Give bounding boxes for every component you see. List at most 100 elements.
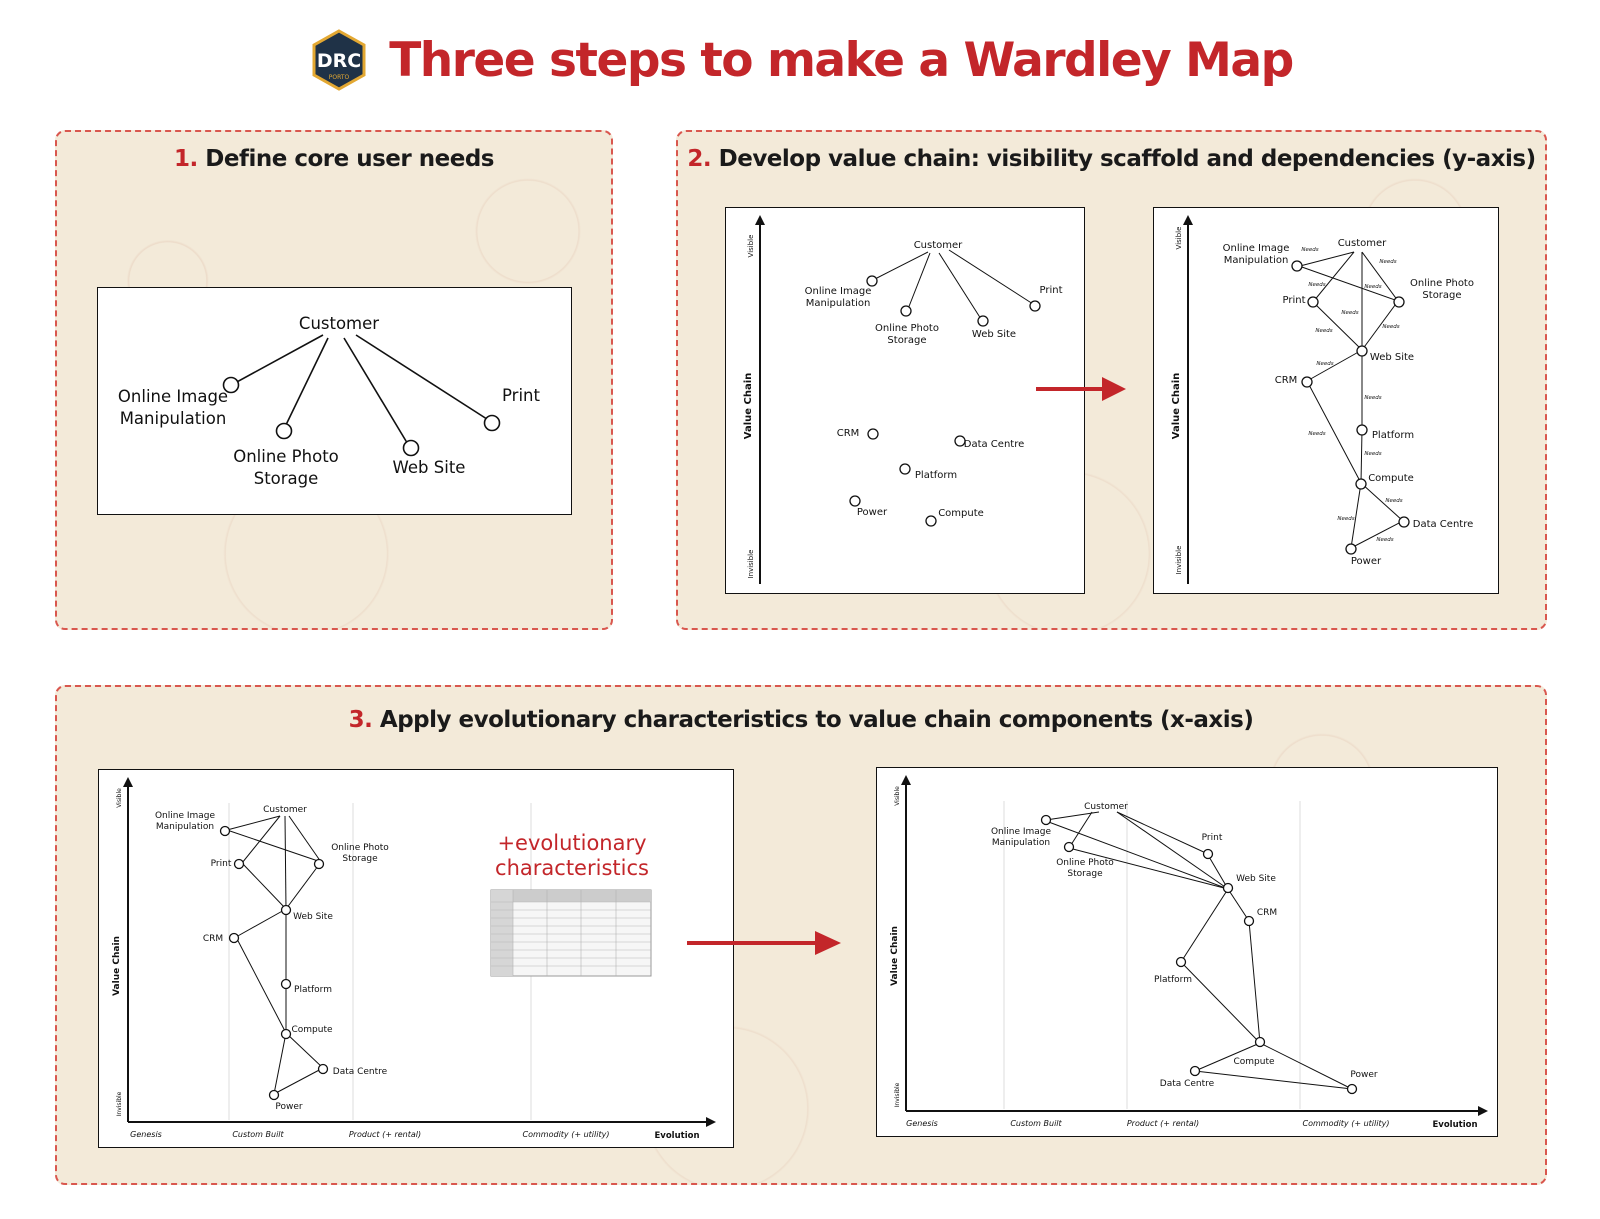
s3a-stage-product: Product (+ rental) [349,1130,421,1139]
s3b-power: Power [1350,1070,1378,1080]
s3b-image-1: Online Image [991,827,1052,837]
s1-photo-2: Storage [254,469,319,488]
s2b-visible: Visible [1175,227,1183,250]
s3a-photo-1: Online Photo [331,843,389,853]
s2a-power: Power [857,507,888,518]
logo-text: DRC [317,50,361,72]
page-title: Three steps to make a Wardley Map [389,32,1294,88]
s3a-image-2: Manipulation [156,822,214,832]
s2a-photo-1: Online Photo [875,323,939,334]
s2b-needs-4: Needs [1364,284,1381,290]
s2b-needs-12: Needs [1385,498,1402,504]
s1-print: Print [502,386,540,405]
s1-customer: Customer [299,314,379,333]
s3b-stage-custom: Custom Built [1010,1119,1062,1128]
evolution-table-thumbnail [490,889,652,977]
s3a-compute: Compute [291,1025,333,1035]
header: DRC PORTO Three steps to make a Wardley … [0,24,1600,96]
s3a-photo-2: Storage [342,854,378,864]
s1-image-1: Online Image [118,387,228,406]
step3-wardley-map-card: Visible Invisible Value Chain Genesis Cu… [876,767,1498,1137]
s2a-datacentre: Data Centre [964,439,1025,450]
step1-panel: 1. Define core user needs Customer Onlin… [55,130,613,630]
s2b-power: Power [1351,556,1382,567]
s2b-image-2: Manipulation [1224,255,1289,266]
s2b-crm: CRM [1275,375,1298,386]
s3a-overlay-line2: characteristics [495,856,649,880]
s2b-needs-13: Needs [1337,516,1354,522]
step2-title: Develop value chain: visibility scaffold… [718,146,1537,172]
s2b-invisible: Invisible [1175,546,1183,575]
step2-number: 2. [687,146,712,172]
s1-website: Web Site [393,458,466,477]
s2b-needs-3: Needs [1308,282,1325,288]
s2b-needs-14: Needs [1376,537,1393,543]
s2b-needs-2: Needs [1379,259,1396,265]
s2b-needs-5: Needs [1341,310,1358,316]
s3a-power: Power [275,1102,303,1112]
s2a-print: Print [1039,285,1062,296]
s3b-xlabel: Evolution [1432,1120,1477,1130]
s2b-needs-6: Needs [1315,328,1332,334]
s3a-crm: CRM [203,934,223,944]
s3a-platform: Platform [294,985,332,995]
s3a-overlay-line1: +evolutionary [497,831,646,855]
step3-number: 3. [348,707,373,733]
s3a-datacentre: Data Centre [333,1067,388,1077]
step3-vertical-map-card: Visible Invisible Value Chain Genesis Cu… [98,769,734,1148]
step3-heading: 3. Apply evolutionary characteristics to… [57,707,1545,733]
logo-subtext: PORTO [329,74,350,81]
s2a-invisible: Invisible [747,550,755,579]
step3-panel: 3. Apply evolutionary characteristics to… [55,685,1547,1185]
s3b-platform: Platform [1154,975,1192,985]
s3b-datacentre: Data Centre [1160,1079,1215,1089]
s2b-needs-11: Needs [1364,451,1381,457]
s1-image-2: Manipulation [120,409,227,428]
step1-heading: 1. Define core user needs [57,146,611,172]
s3a-invisible: Invisible [116,1091,123,1116]
s2a-image-1: Online Image [805,286,872,297]
s3b-invisible: Invisible [894,1082,901,1107]
s3a-image-1: Online Image [155,811,216,821]
s2b-image-1: Online Image [1223,243,1290,254]
s3b-website: Web Site [1236,874,1276,884]
s3b-compute: Compute [1233,1057,1275,1067]
s2b-platform: Platform [1372,430,1414,441]
s1-photo-1: Online Photo [233,447,339,466]
s3a-xlabel: Evolution [654,1131,699,1141]
s3a-ylabel: Value Chain [112,936,122,996]
s3b-crm: CRM [1257,908,1277,918]
s3a-print: Print [211,859,232,869]
s2b-ylabel: Value Chain [1171,373,1182,440]
s2a-photo-2: Storage [887,335,926,346]
s2a-image-2: Manipulation [806,298,871,309]
step1-number: 1. [174,146,198,172]
s2b-needs-8: Needs [1316,361,1333,367]
s2b-needs-9: Needs [1364,395,1381,401]
step3-arrow [687,931,841,955]
s3b-stage-commodity: Commodity (+ utility) [1303,1119,1390,1128]
s2a-compute: Compute [938,508,984,519]
s2b-needs-1: Needs [1301,247,1318,253]
s2b-needs-10: Needs [1308,431,1325,437]
step2-panel: 2. Develop value chain: visibility scaff… [676,130,1547,630]
s3b-stage-genesis: Genesis [906,1119,938,1128]
s2b-needs-7: Needs [1382,324,1399,330]
s3a-website: Web Site [293,912,333,922]
s2b-website: Web Site [1370,352,1414,363]
s2b-customer: Customer [1338,238,1387,249]
step2-heading: 2. Develop value chain: visibility scaff… [678,146,1545,172]
s2a-ylabel: Value Chain [743,373,754,440]
s2a-website: Web Site [972,329,1016,340]
s3b-ylabel: Value Chain [890,926,900,986]
s2b-photo-1: Online Photo [1410,278,1474,289]
s2b-datacentre: Data Centre [1413,519,1474,530]
drc-logo: DRC PORTO [312,29,366,91]
step1-title: Define core user needs [205,146,494,172]
s2a-crm: CRM [837,428,860,439]
s2b-print: Print [1282,295,1305,306]
s2b-photo-2: Storage [1422,290,1461,301]
s3a-stage-genesis: Genesis [130,1130,162,1139]
step3-title: Apply evolutionary characteristics to va… [379,707,1254,733]
s3b-photo-2: Storage [1067,869,1103,879]
